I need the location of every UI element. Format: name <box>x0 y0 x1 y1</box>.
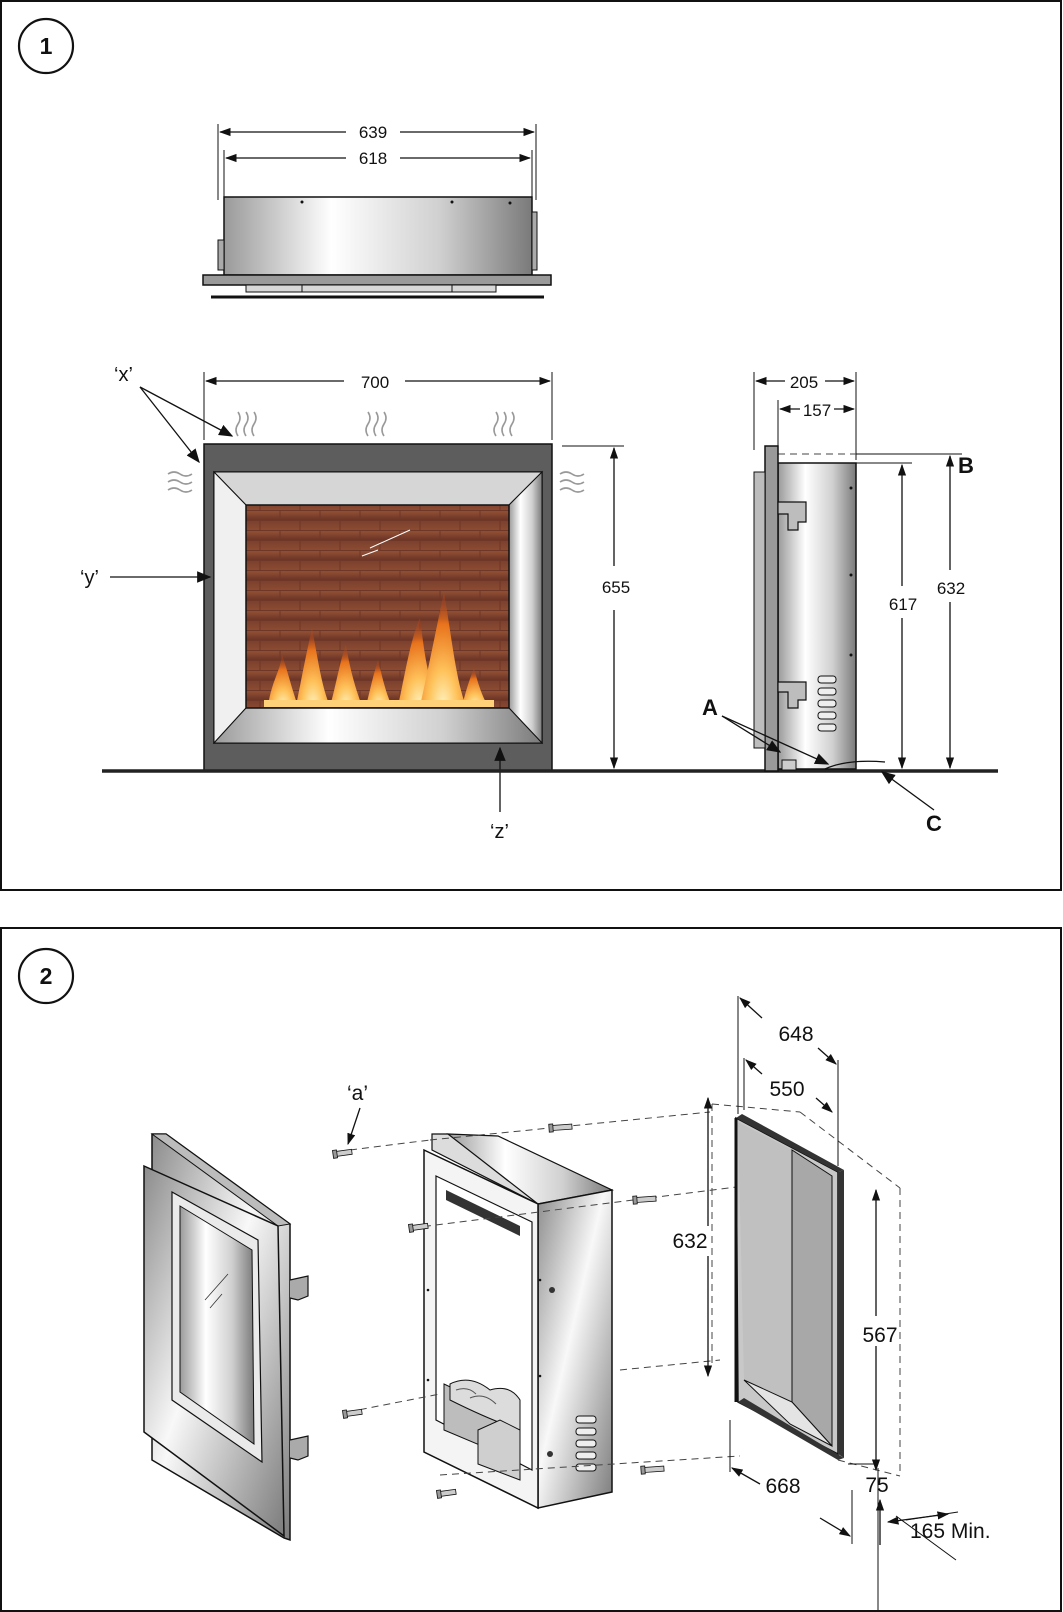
label-a: A <box>702 695 718 720</box>
front-view-width: 700 <box>361 373 389 392</box>
label-b: B <box>958 453 974 478</box>
figure-2-number: 2 <box>40 963 53 989</box>
bottom-depth: 75 <box>865 1474 888 1497</box>
fixing-screws: ‘a’ <box>332 1082 761 1499</box>
bottom-width: 668 <box>765 1475 800 1498</box>
recess-height: 567 <box>862 1324 897 1347</box>
figure-2-dimensions: 648 550 632 567 668 75 165 Min. <box>672 996 991 1612</box>
top-view-firebox <box>223 196 533 276</box>
side-view: 205 157 617 632 B A C <box>702 372 974 836</box>
wall-recess <box>711 1103 901 1477</box>
figure-1-badge <box>17 17 75 75</box>
heat-waves <box>167 411 585 493</box>
side-view-frame <box>764 445 779 772</box>
opening-height: 632 <box>672 1230 707 1253</box>
top-view-inner-width: 618 <box>359 149 387 168</box>
figure-2-badge <box>17 947 75 1005</box>
opening-outer-width: 648 <box>778 1023 813 1046</box>
firebox-unit <box>423 1133 614 1510</box>
label-screw-a: ‘a’ <box>347 1082 368 1105</box>
label-y: ‘y’ <box>80 567 99 589</box>
top-view-outer-width: 639 <box>359 123 387 142</box>
min-clearance: 165 Min. <box>910 1520 991 1543</box>
opening-inner-width: 550 <box>769 1078 804 1101</box>
top-view: 639 618 <box>202 123 552 299</box>
side-view-depth-inner: 157 <box>803 401 831 420</box>
top-view-frame <box>202 274 552 286</box>
label-z: ‘z’ <box>490 821 509 843</box>
label-c: C <box>926 811 942 836</box>
side-view-height-outer: 632 <box>937 579 965 598</box>
figure-1-number: 1 <box>40 33 53 59</box>
fascia-frame <box>143 1133 309 1542</box>
side-view-depth-outer: 205 <box>790 373 818 392</box>
label-x: ‘x’ <box>114 364 133 386</box>
figure-1-border <box>0 0 1062 891</box>
figure-2-border <box>0 927 1062 1612</box>
side-view-vents <box>817 675 837 732</box>
side-view-height-inner: 617 <box>889 595 917 614</box>
firebox-vents <box>575 1415 597 1472</box>
front-view: 700 655 ‘x’ <box>80 364 630 843</box>
front-view-height: 655 <box>602 578 630 597</box>
flames <box>264 592 494 707</box>
